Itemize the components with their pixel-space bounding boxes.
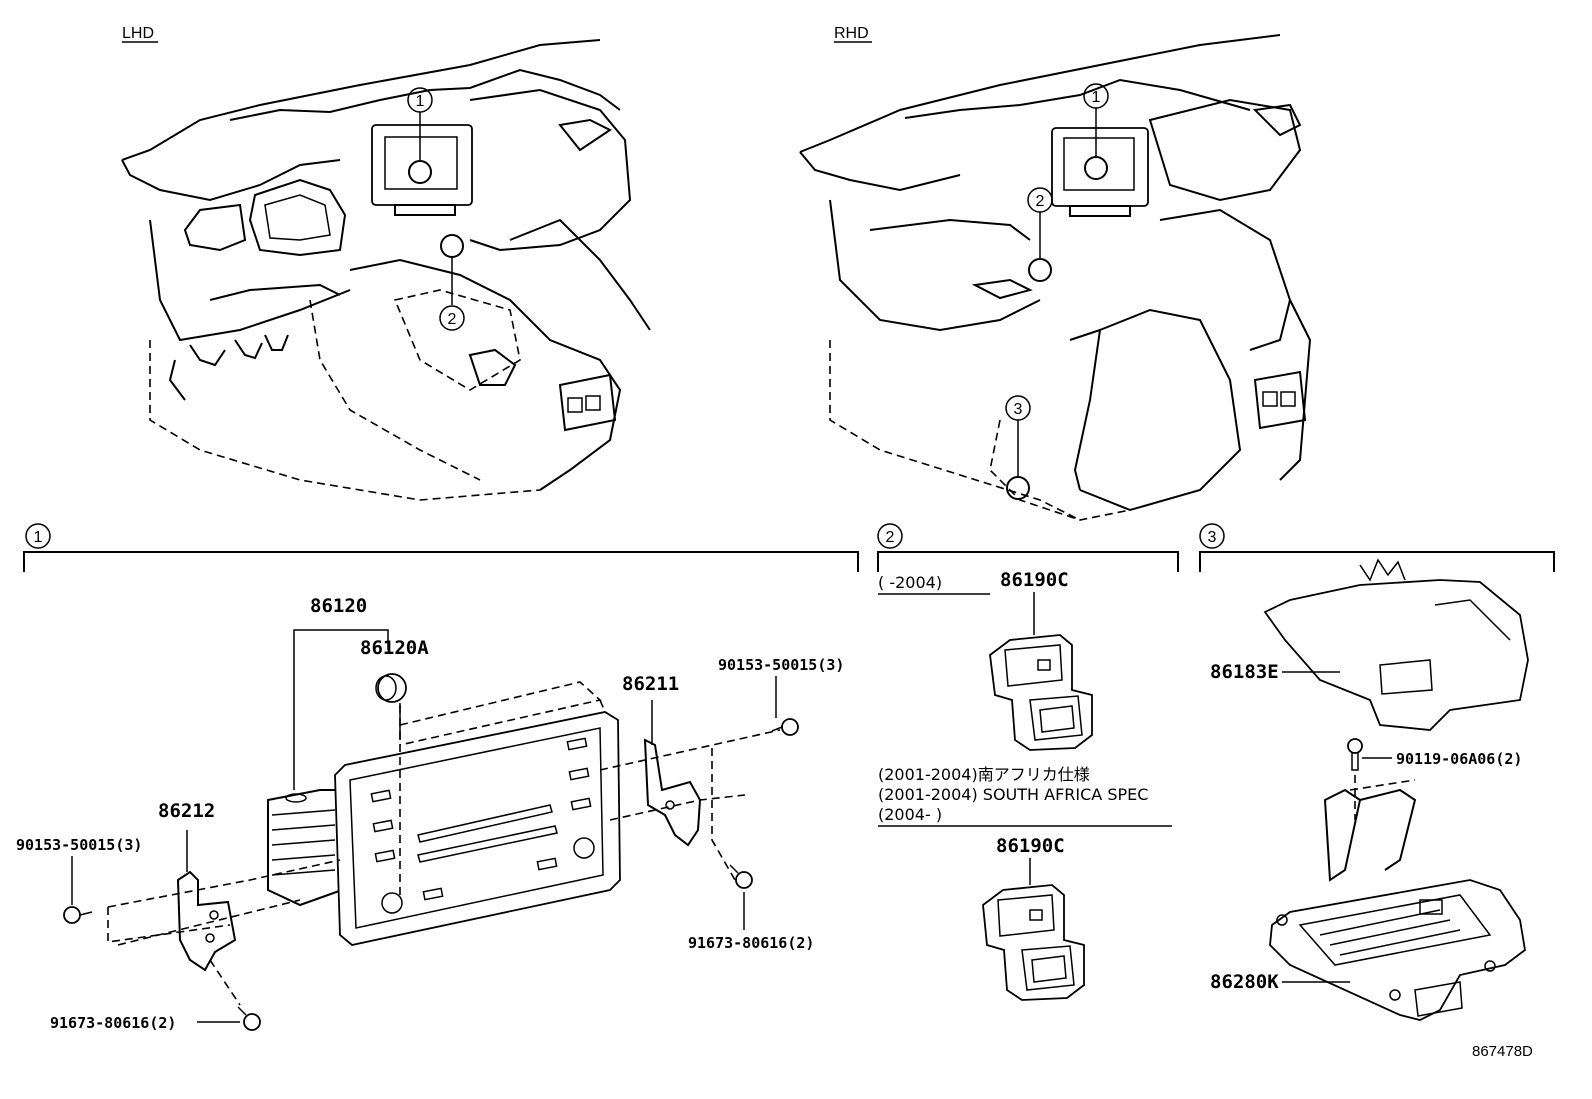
section-1-header: 1 [23,523,859,572]
part-86183E-label: 86183E [1210,661,1279,683]
part-86120A-label: 86120A [360,637,429,659]
part-86190C-upper-label: 86190C [1000,569,1069,591]
bolt-left-icon [63,906,93,924]
part-86190C-lower-label: 86190C [996,835,1065,857]
part-86212-label: 86212 [158,800,215,822]
part-90153-left-label: 90153-50015(3) [16,836,142,854]
section-2-header: 2 [877,523,1179,572]
lhd-dashboard-illustration [121,39,651,501]
range-note-top: ( -2004) [878,573,942,592]
lhd-callout-2: 2 [439,305,465,331]
part-86211-label: 86211 [622,673,679,695]
screw-right-lower-icon [729,864,753,889]
svg-text:2: 2 [1036,193,1045,210]
switch-86190C-lower-drawing [982,884,1085,1001]
svg-text:1: 1 [1092,89,1101,106]
svg-text:1: 1 [34,529,43,546]
screw-90119-icon [1347,738,1363,771]
part-86280K-label: 86280K [1210,971,1279,993]
part-90153-right-label: 90153-50015(3) [718,656,844,674]
screw-left-lower-icon [237,1006,261,1031]
range-note-bottom: (2004- ) [878,805,942,824]
diagram-id: 867478D [1472,1043,1533,1060]
rhd-callout-3: 3 [1005,395,1031,421]
spec-note-jp: (2001-2004)南アフリカ仕様 [878,765,1090,784]
part-91673-right-label: 91673-80616(2) [688,934,814,952]
svg-text:3: 3 [1014,401,1023,418]
part-86120-label: 86120 [310,595,367,617]
switch-86190C-upper-drawing [989,634,1093,751]
svg-text:1: 1 [416,93,425,110]
nut-86120A-icon [375,673,407,703]
spec-note-en: (2001-2004) SOUTH AFRICA SPEC [878,785,1148,804]
rhd-callout-1: 1 [1083,83,1109,109]
rhd-callout-2: 2 [1027,187,1053,213]
head-unit-drawing [71,629,781,1023]
part-90119-label: 90119-06A06(2) [1396,750,1522,768]
lhd-label: LHD [122,25,154,42]
part-91673-left-label: 91673-80616(2) [50,1014,176,1032]
bolt-right-upper-icon [771,718,799,736]
svg-text:2: 2 [448,311,457,328]
cover-86183E-drawing [1263,558,1529,731]
svg-text:2: 2 [886,529,895,546]
lhd-callout-1: 1 [407,87,433,113]
section-3-header: 3 [1199,523,1555,572]
rhd-label: RHD [834,25,869,42]
ecu-86280K-drawing [1269,779,1526,1021]
rhd-dashboard-illustration [799,34,1312,521]
svg-text:3: 3 [1208,529,1217,546]
